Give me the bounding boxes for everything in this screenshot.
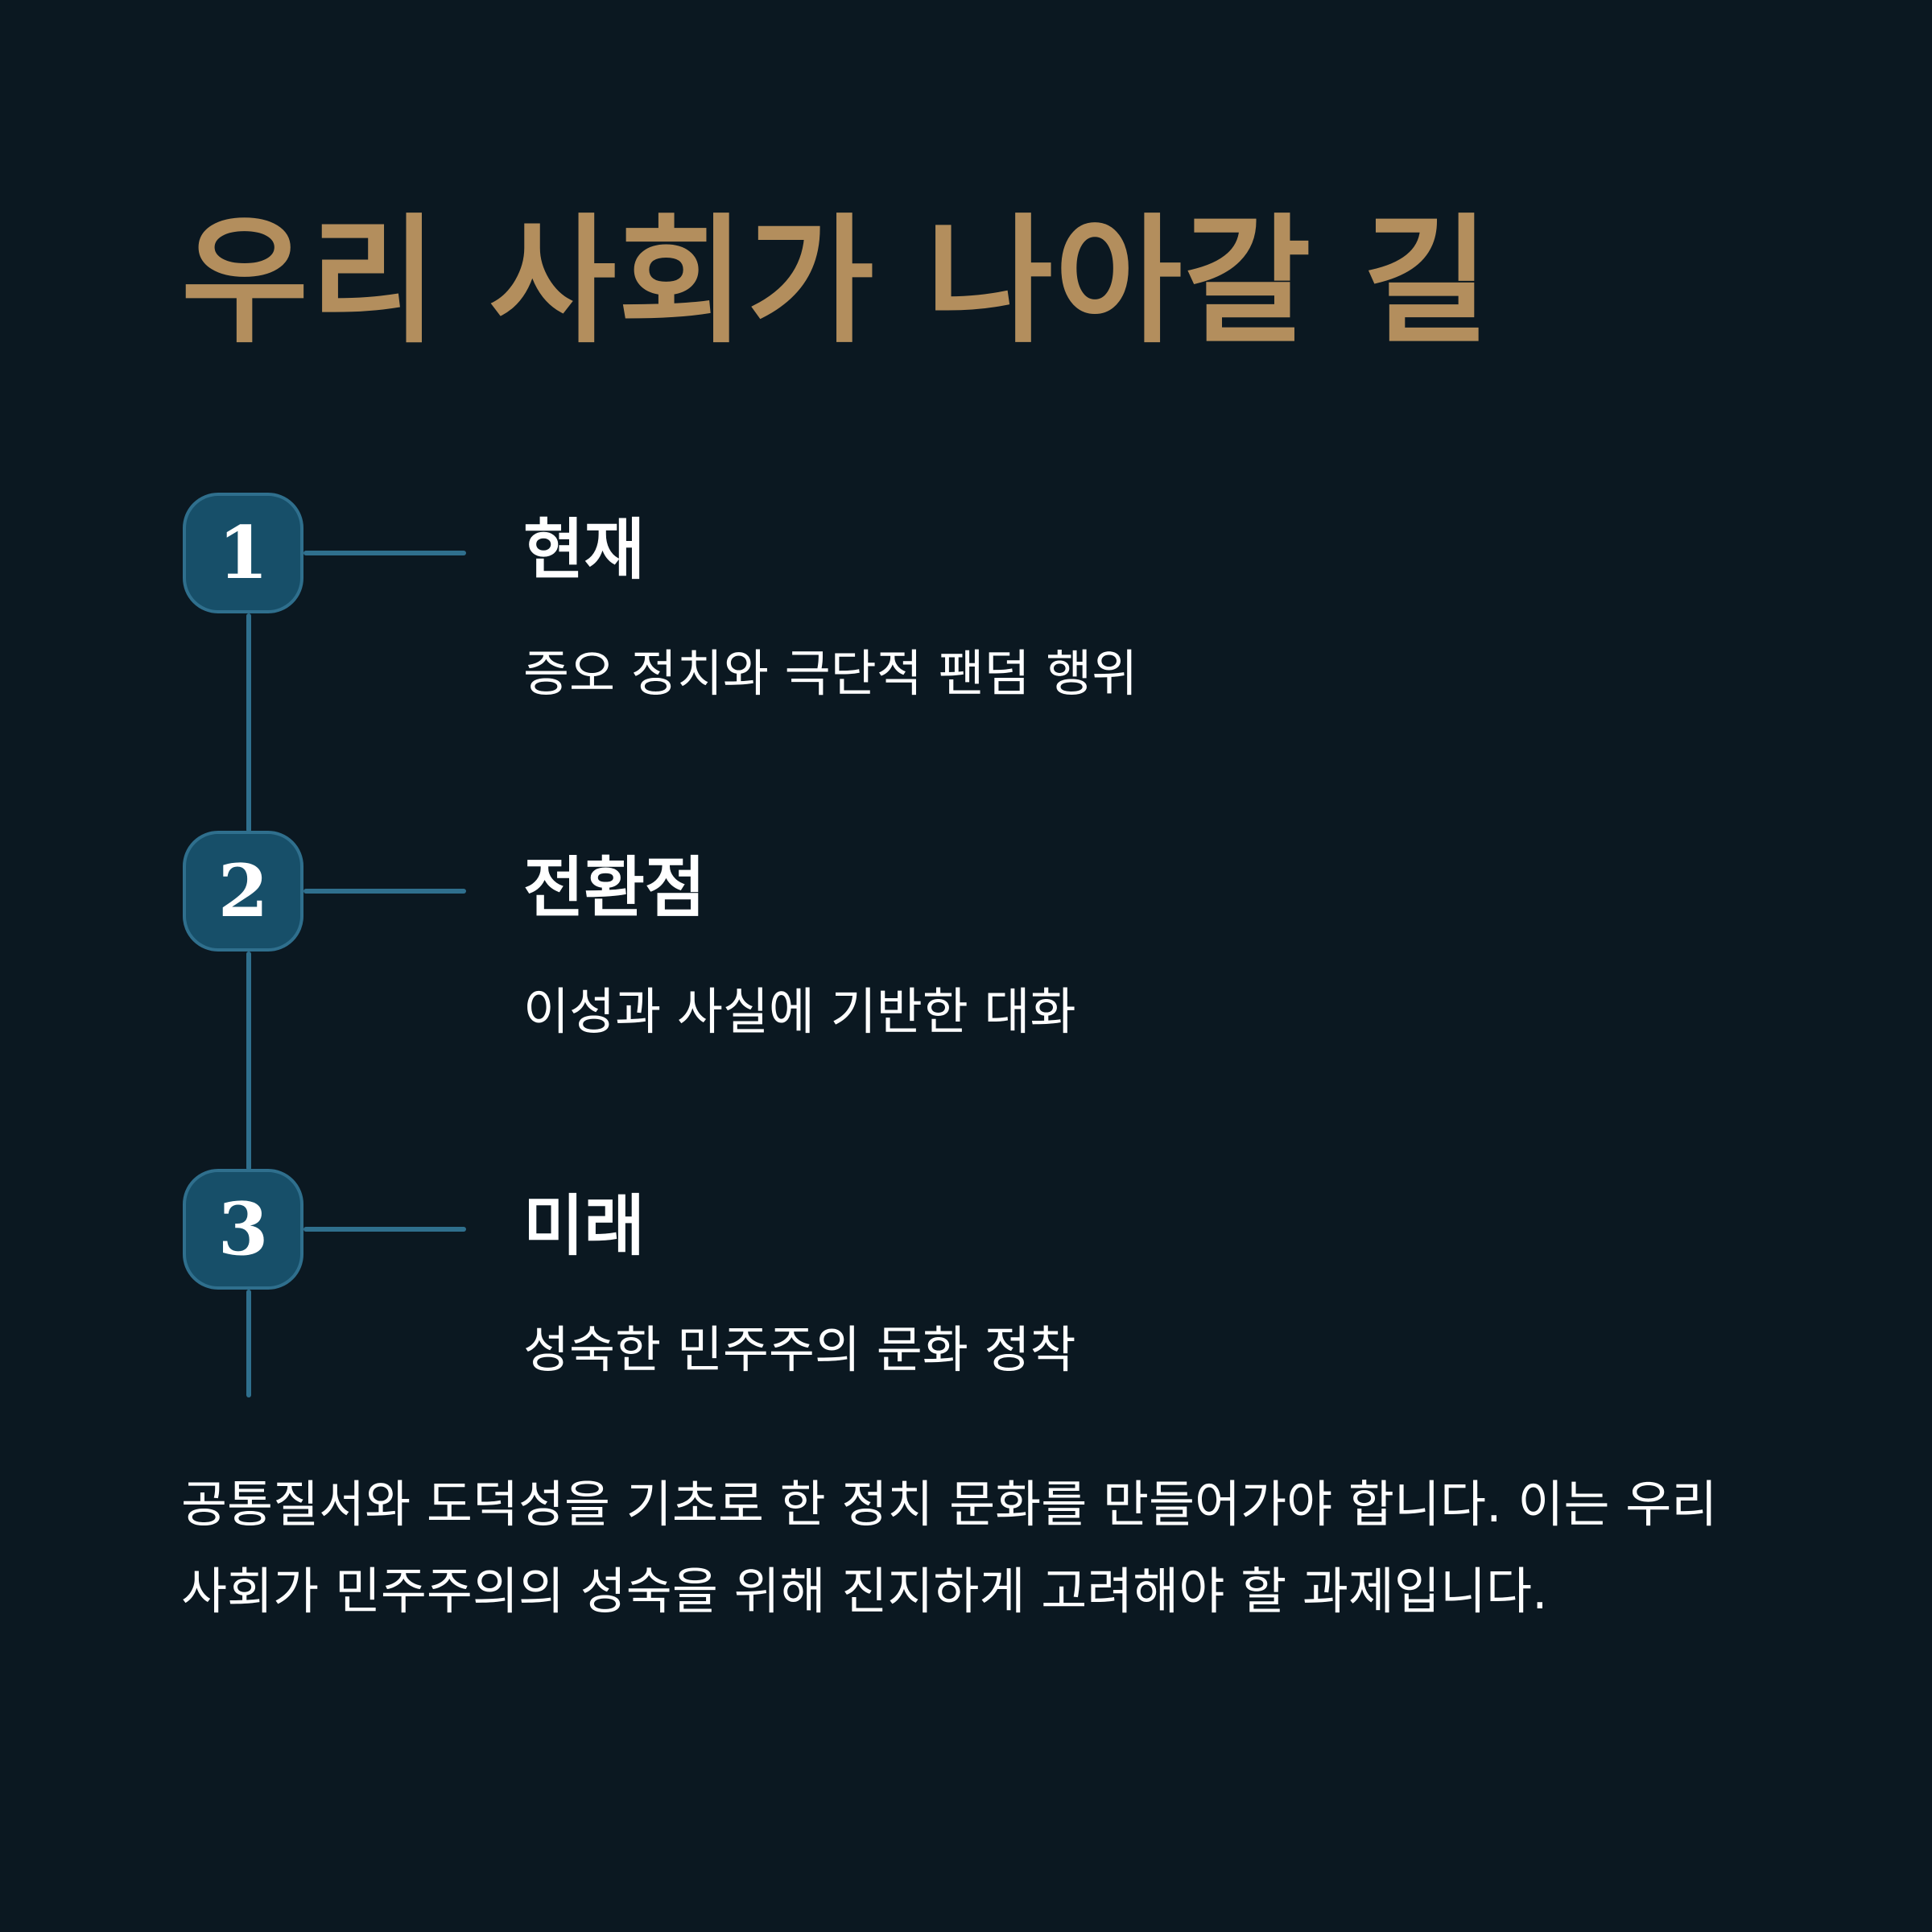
timeline-line-segment — [246, 1290, 251, 1397]
step-connector — [303, 551, 466, 555]
step-title: 전환점 — [523, 850, 706, 927]
step-number-badge: 2 — [183, 831, 303, 952]
step-description: 이성과 사실에 기반한 대화 — [523, 982, 1076, 1041]
page-title: 우리 사회가 나아갈 길 — [181, 200, 1492, 362]
step-number-badge: 3 — [183, 1169, 303, 1290]
timeline-line-segment — [246, 952, 251, 1170]
step-connector — [303, 889, 466, 894]
step-description: 증오 정치와 극단적 팬덤 행위 — [523, 644, 1138, 703]
step-title: 현재 — [523, 512, 645, 588]
step-number-badge: 1 — [183, 493, 303, 613]
step-title: 미래 — [523, 1188, 645, 1265]
conclusion-paragraph: 공통질서와 도덕성을 기초로 한 정치 문화를 만들어가야 합니다. 이는 우리… — [181, 1475, 1718, 1620]
step-connector — [303, 1227, 466, 1232]
step-description: 성숙한 민주주의 문화 정착 — [523, 1320, 1076, 1379]
timeline-line-segment — [246, 613, 251, 832]
